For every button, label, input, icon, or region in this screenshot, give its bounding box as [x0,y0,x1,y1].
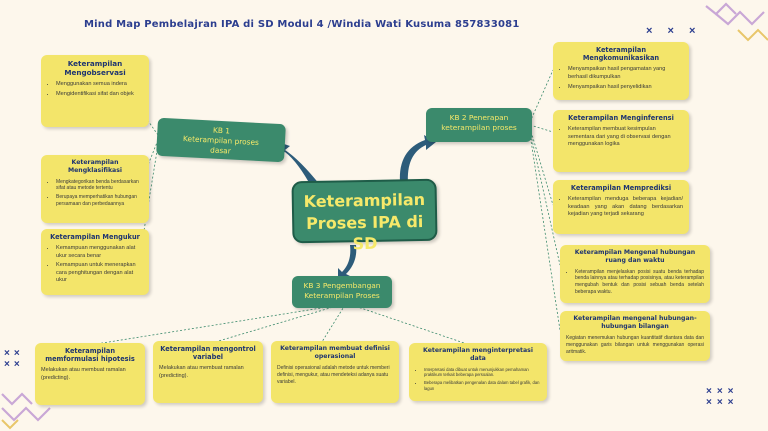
list-item: Kemampuan menggunakan alat ukur secara b… [56,245,143,260]
decor-x-marks: ×××× [4,348,24,370]
box-mengklasifikasi: Keterampilan Mengklasifikasi Mengkategor… [41,155,149,223]
center-node: Keterampilan Proses IPA di SD [291,178,438,253]
box-title: Keterampilan mengenal hubungan-hubungan … [573,315,697,330]
box-memprediksi: Keterampilan Memprediksi Keterampilan me… [553,180,689,234]
box-hipotesis: Keterampilan memformulasi hipotesis Mela… [35,343,145,405]
box-text: Melakukan atau membuat ramalan (predicti… [41,367,126,382]
box-title: Keterampilan memformulasi hipotesis [45,347,135,364]
box-title: Keterampilan Menginferensi [568,114,674,122]
arrow-to-kb1 [278,142,320,188]
box-hubungan-bilangan: Keterampilan mengenal hubungan-hubungan … [560,311,710,361]
box-text: Kegiatan menemukan hubungan kuantitatif … [566,334,704,355]
decor-x-marks: ×××××× [706,386,739,408]
list-item: Keterampilan menjelaskan posisi suatu be… [575,269,704,296]
center-line2: Proses IPA di SD [305,211,424,254]
list-item: Menyampaikan hasil penyelidikan [568,84,683,92]
center-line1: Keterampilan [303,189,426,212]
box-ruang-waktu: Keterampilan Mengenal hubungan ruang dan… [560,245,710,303]
box-title: Keterampilan Mengkomunikasikan [582,46,660,63]
list-item: Interpretasi data dibuat untuk menunjukk… [424,367,541,378]
list-item: Menggunakan semua indera [56,81,143,89]
box-mengontrol-variabel: Keterampilan mengontrol variabel Melakuk… [153,341,263,403]
box-menginferensi: Keterampilan Menginferensi Keterampilan … [553,110,689,172]
box-title: Keterampilan Memprediksi [570,184,672,192]
list-item: Mengidentifikasi sifat dan objek [56,91,143,99]
box-title: Keterampilan menginterpretasi data [423,347,533,362]
box-title: Keterampilan Mengenal hubungan ruang dan… [574,249,696,264]
kb1-node: KB 1 Keterampilan proses dasar [156,117,286,163]
box-text: Melakukan atau membuat ramalan (predicti… [159,365,244,380]
box-mengobservasi: Keterampilan Mengobservasi Menggunakan s… [41,55,149,127]
list-item: Berupaya memperhatikan hubungan persamaa… [56,194,143,208]
box-title: Keterampilan Mengklasifikasi [67,159,123,174]
box-title: Keterampilan membuat definisi operasiona… [280,345,390,360]
box-title: Keterampilan Mengukur [50,233,140,241]
list-item: Menyampaikan hasil pengamatan yang berha… [568,66,683,81]
box-text: Definisi operasional adalah metode untuk… [277,364,390,385]
decor-waves-yellow [1,28,768,430]
arrow-to-kb3 [338,245,357,281]
box-definisi-operasional: Keterampilan membuat definisi operasiona… [271,341,399,403]
box-mengukur: Keterampilan Mengukur Kemampuan mengguna… [41,229,149,295]
decor-waves [1,2,765,422]
list-item: Keterampilan membuat kesimpulan sementar… [568,126,683,149]
list-item: Mengkategorikan benda berdasarkan sifat … [56,179,143,193]
box-title: Keterampilan Mengobservasi [64,59,126,77]
kb2-node: KB 2 Penerapan keterampilan proses [426,108,532,142]
decor-x-marks: × × × [646,25,702,37]
list-item: Kemampuan untuk menerapkan cara penghitu… [56,262,143,285]
list-item: Beberapa melibatkan pengenalan data dala… [424,380,541,391]
kb3-node: KB 3 Pengembangan Keterampilan Proses [292,276,392,308]
arrow-to-kb2 [399,135,436,184]
box-interpretasi-data: Keterampilan menginterpretasi data Inter… [409,343,547,401]
box-title: Keterampilan mengontrol variabel [160,345,256,362]
box-mengkomunikasikan: Keterampilan Mengkomunikasikan Menyampai… [553,42,689,100]
list-item: Keterampilan menduga beberapa kejadian/ … [568,196,683,219]
page-title: Mind Map Pembelajran IPA di SD Modul 4 /… [84,19,520,30]
